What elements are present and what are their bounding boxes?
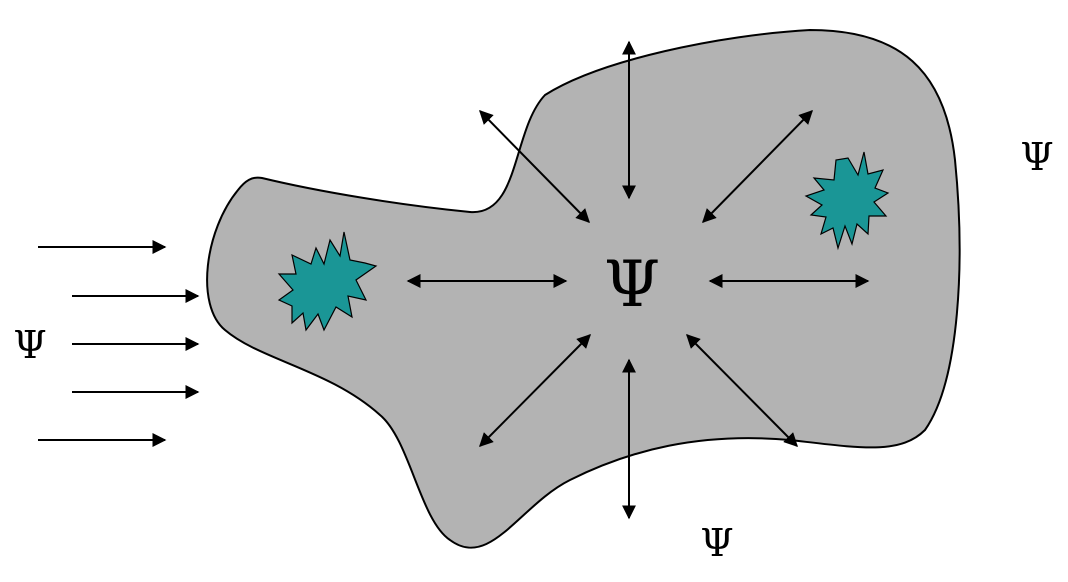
center-psi-label: Ψ <box>604 248 660 322</box>
arrow-lower-left <box>479 334 591 447</box>
incoming-arrows <box>38 240 200 447</box>
left-star <box>277 231 378 332</box>
right-star <box>804 151 890 251</box>
left-psi-label: Ψ <box>13 323 46 367</box>
right-psi-label: Ψ <box>1020 135 1053 179</box>
arrow-lower-right <box>686 334 798 447</box>
arrow-upper-right <box>702 110 813 223</box>
bidirectional-arrows <box>406 40 870 520</box>
arrow-upper-left <box>479 110 590 223</box>
bottom-psi-label: Ψ <box>700 521 733 565</box>
